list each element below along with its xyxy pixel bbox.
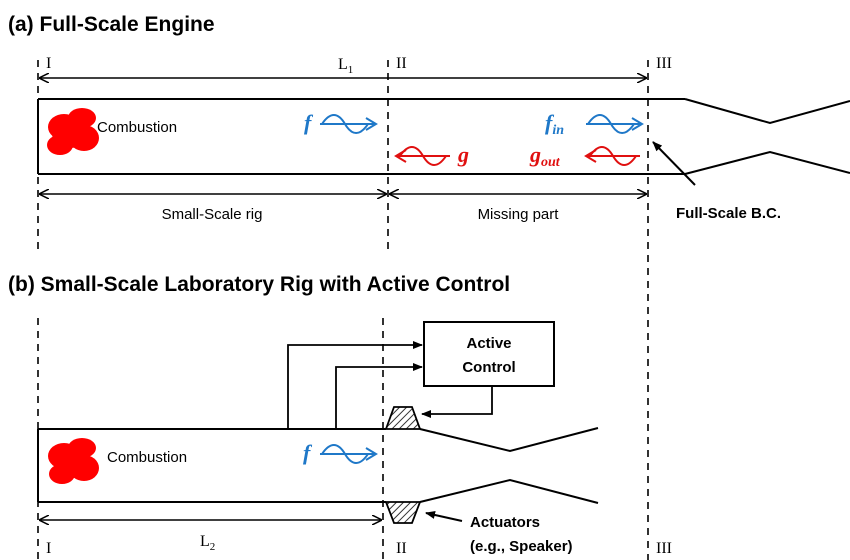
wave-f-label-a: f	[304, 110, 314, 135]
wave-f-label-b: f	[303, 440, 313, 465]
actuator-bottom-icon	[384, 501, 422, 524]
downstream-wave-icon	[320, 114, 378, 134]
bc-pointer-arrow	[652, 141, 696, 186]
station-label-iii-b: III	[656, 540, 672, 557]
station-label-i-a: I	[46, 55, 51, 72]
nozzle-bottom-a	[684, 150, 850, 175]
active-control-line1: Active	[466, 335, 511, 352]
flame-icon	[47, 108, 99, 155]
actuator-top-icon	[384, 406, 422, 430]
combustion-label-a: Combustion	[97, 119, 177, 136]
downstream-wave-in-icon	[586, 114, 644, 134]
panel-a-title: (a) Full-Scale Engine	[8, 13, 215, 36]
missing-part-label: Missing part	[478, 206, 560, 223]
bc-label: Full-Scale B.C.	[676, 205, 781, 222]
length-l1-label: L1	[338, 56, 353, 76]
upstream-wave-out-icon	[584, 146, 640, 166]
length-l2-label: L2	[200, 533, 215, 553]
sensor-line-2	[335, 363, 423, 429]
upstream-wave-icon	[394, 146, 450, 166]
actuator-pointer-arrow	[425, 511, 463, 522]
station-label-ii-b: II	[396, 540, 407, 557]
actuators-label-line1: Actuators	[470, 514, 540, 531]
wave-gout-label: gout	[529, 142, 561, 170]
station-label-iii-a: III	[656, 55, 672, 72]
small-scale-rig-label: Small-Scale rig	[162, 206, 263, 223]
station-label-i-b: I	[46, 540, 51, 557]
actuators-label-line2: (e.g., Speaker)	[470, 538, 573, 555]
panel-b-title: (b) Small-Scale Laboratory Rig with Acti…	[8, 273, 510, 296]
control-output-line	[421, 386, 493, 418]
combustion-label-b: Combustion	[107, 449, 187, 466]
active-control-box	[423, 321, 555, 387]
nozzle-top-b	[419, 427, 599, 453]
flame-icon	[48, 438, 99, 484]
downstream-wave-icon	[320, 444, 378, 464]
nozzle-top-a	[684, 98, 850, 125]
active-control-line2: Control	[462, 359, 515, 376]
sensor-line-1	[287, 341, 423, 429]
nozzle-bottom-b	[419, 478, 599, 504]
wave-fin-label: fin	[545, 110, 564, 138]
station-label-ii-a: II	[396, 55, 407, 72]
wave-g-label: g	[457, 142, 469, 167]
